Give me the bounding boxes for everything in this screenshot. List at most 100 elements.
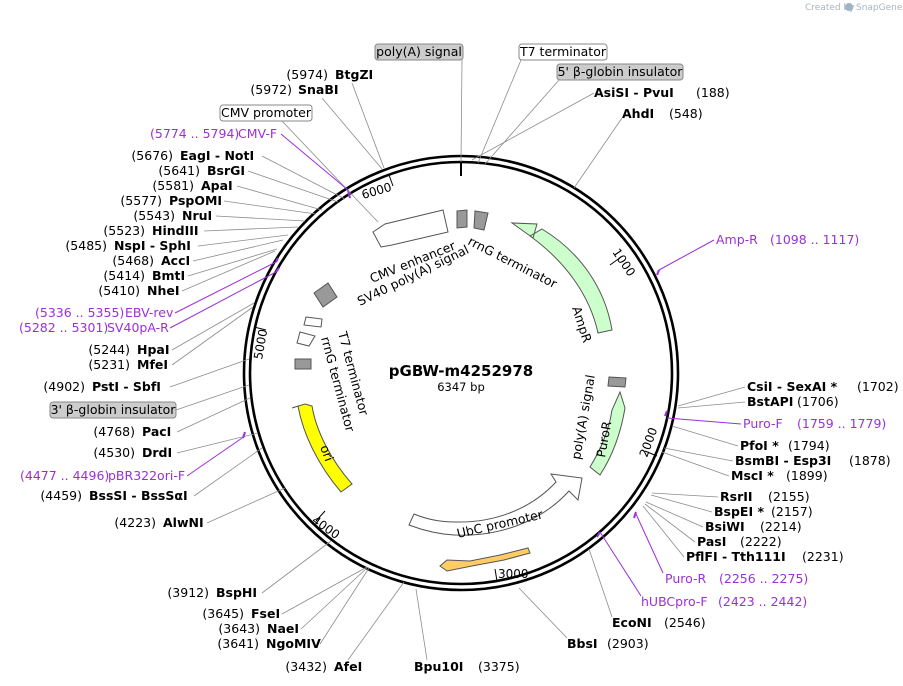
enzyme-bsrgi: (5641)BsrGI (158, 163, 339, 203)
boxed-label-5-globin: 5' β-globin insulator (484, 63, 684, 165)
svg-text:MscI *: MscI * (731, 468, 774, 483)
svg-text:(5282 .. 5301): (5282 .. 5301) (19, 320, 108, 335)
svg-text:3000: 3000 (498, 567, 529, 581)
plasmid-size: 6347 bp (437, 380, 485, 394)
feature-label-polya-signal-right: poly(A) signal (568, 373, 598, 460)
svg-text:BstAPI: BstAPI (747, 394, 793, 409)
svg-text:3' β-globin insulator: 3' β-globin insulator (51, 402, 177, 417)
svg-text:(1706): (1706) (797, 394, 839, 409)
svg-text:DrdI: DrdI (142, 445, 172, 460)
svg-text:(5336 .. 5355): (5336 .. 5355) (35, 305, 124, 320)
feature-rrng-terminator-top-a[interactable] (456, 209, 468, 229)
plasmid-name: pGBW-m4252978 (389, 362, 533, 380)
feature-ampr[interactable] (510, 222, 613, 334)
primer-ebv-rev: (5336 .. 5355)EBV-rev (35, 261, 277, 320)
enzyme-bstapi: BstAPI (1706) (677, 394, 839, 409)
enzyme-acci: (5468)AccI (112, 239, 284, 268)
enzyme-nhei: (5410)NheI (98, 250, 276, 298)
primer-amp-r: Amp-R(1098 .. 1117) (658, 232, 859, 271)
enzyme-rsrii: RsrII (2155) (651, 489, 810, 504)
svg-text:(5231): (5231) (88, 357, 130, 372)
svg-text:(5244): (5244) (88, 342, 130, 357)
enzyme-pfoi: PfoI *(1794) (671, 425, 830, 453)
svg-text:Bpu10I: Bpu10I (414, 659, 463, 674)
svg-text:NspI - SphI: NspI - SphI (114, 238, 191, 253)
feature-ori[interactable] (291, 403, 353, 493)
boxed-label-3-globin: 3' β-globin insulator (49, 384, 250, 419)
svg-text:(2222): (2222) (740, 534, 782, 549)
enzyme-bmti: (5414)BmtI (103, 248, 278, 283)
feature-cmv-enhancer[interactable] (372, 209, 449, 248)
svg-text:CMV-F: CMV-F (238, 126, 277, 141)
svg-text:Puro-F: Puro-F (743, 416, 783, 431)
svg-text:(2231): (2231) (802, 549, 844, 564)
enzyme-snabi: (5972)SnaBI (250, 82, 383, 170)
enzyme-drdi: (4530) DrdI (93, 432, 259, 460)
enzyme-bspei: BspEI *(2157) (650, 494, 813, 519)
svg-text:SV40pA-R: SV40pA-R (107, 320, 169, 335)
tick-5000: 5000 (251, 326, 270, 361)
enzyme-psti-sbfi: (4902) PstI - SbfI (43, 358, 250, 394)
feature-polya-signal-right[interactable] (607, 376, 627, 388)
feature-sv40-polya[interactable] (313, 282, 338, 308)
svg-text:AlwNI: AlwNI (163, 515, 204, 530)
feature-t7-terminator-arrow[interactable] (296, 331, 316, 347)
svg-text:(2546): (2546) (664, 615, 706, 630)
svg-text:T7 terminator: T7 terminator (519, 44, 607, 59)
svg-text:PstI - SbfI: PstI - SbfI (92, 379, 161, 394)
svg-text:(3643): (3643) (218, 621, 260, 636)
svg-text:NgoMIV: NgoMIV (266, 636, 321, 651)
svg-text:(1702): (1702) (857, 379, 899, 394)
enzyme-pspomi: (5577)PspOMI (120, 193, 317, 215)
tick-4000: 4000 (309, 510, 342, 542)
feature-orange-arrow[interactable] (439, 547, 531, 572)
credit-brand: SnapGene (856, 3, 903, 13)
svg-text:BbsI: BbsI (567, 636, 598, 651)
feature-rrng-terminator-left[interactable] (294, 358, 312, 370)
feature-label-ori: ori (317, 443, 337, 463)
svg-text:(3375): (3375) (478, 659, 520, 674)
feature-rrng-terminator-top-b[interactable] (473, 210, 489, 231)
svg-text:NaeI: NaeI (267, 621, 299, 636)
enzyme-alwni: (4223)AlwNI (114, 487, 286, 530)
svg-text:5000: 5000 (251, 328, 270, 361)
enzyme-bbsi: BbsI(2903) (518, 587, 649, 651)
svg-text:(3432): (3432) (285, 659, 327, 674)
enzyme-nrui: (5543)NruI (133, 208, 306, 223)
enzymes-left: (5974)BtgZI (5972)SnaBI (5676)EagI - Not… (40, 67, 405, 674)
svg-text:ApaI: ApaI (201, 178, 233, 193)
enzyme-apai: (5581)ApaI (152, 178, 323, 211)
enzyme-fsei: (3645)FseI (202, 566, 368, 621)
enzyme-pasi: PasI (2222) (644, 503, 782, 549)
svg-text:BssSI - BssSαI: BssSI - BssSαI (89, 488, 188, 503)
primer-sv40pa-r: (5282 .. 5301)SV40pA-R (19, 271, 277, 335)
enzymes-right: AsiSI - PvuI(188) AhdI(548) CsiI - SexAI… (414, 85, 899, 674)
svg-text:EcoNI: EcoNI (612, 615, 652, 630)
svg-text:PfoI *: PfoI * (740, 438, 779, 453)
svg-text:(4477 .. 4496): (4477 .. 4496) (20, 468, 109, 483)
svg-text:MfeI: MfeI (137, 357, 168, 372)
tick-3000: 3000 (494, 567, 529, 582)
feature-t7-terminator[interactable] (303, 316, 323, 328)
svg-text:(4902): (4902) (43, 379, 85, 394)
svg-text:hUBCpro-F: hUBCpro-F (641, 594, 708, 609)
svg-text:PspOMI: PspOMI (169, 193, 222, 208)
svg-text:(2155): (2155) (768, 489, 810, 504)
feature-ubc-promoter[interactable] (408, 473, 583, 536)
svg-text:PasI: PasI (697, 534, 726, 549)
feature-label-puror: PuroR (593, 420, 614, 459)
svg-text:PacI: PacI (142, 424, 171, 439)
enzyme-econi: EcoNI (2546) (588, 548, 706, 630)
boxed-labels: poly(A) signal T7 terminator 5' β-globin… (49, 43, 684, 419)
svg-text:(1759 .. 1779): (1759 .. 1779) (797, 416, 886, 431)
enzyme-eagi-noti: (5676)EagI - NotI (131, 148, 346, 200)
snapgene-credit: Created by SnapGene (805, 3, 903, 13)
svg-text:(4530): (4530) (93, 445, 135, 460)
svg-text:(4768): (4768) (93, 424, 135, 439)
feature-puror[interactable] (589, 390, 626, 476)
svg-text:RsrII: RsrII (720, 489, 753, 504)
enzyme-csii-sexai: CsiI - SexAI *(1702) (677, 379, 899, 407)
svg-text:NheI: NheI (147, 283, 180, 298)
svg-text:AhdI: AhdI (622, 106, 654, 121)
